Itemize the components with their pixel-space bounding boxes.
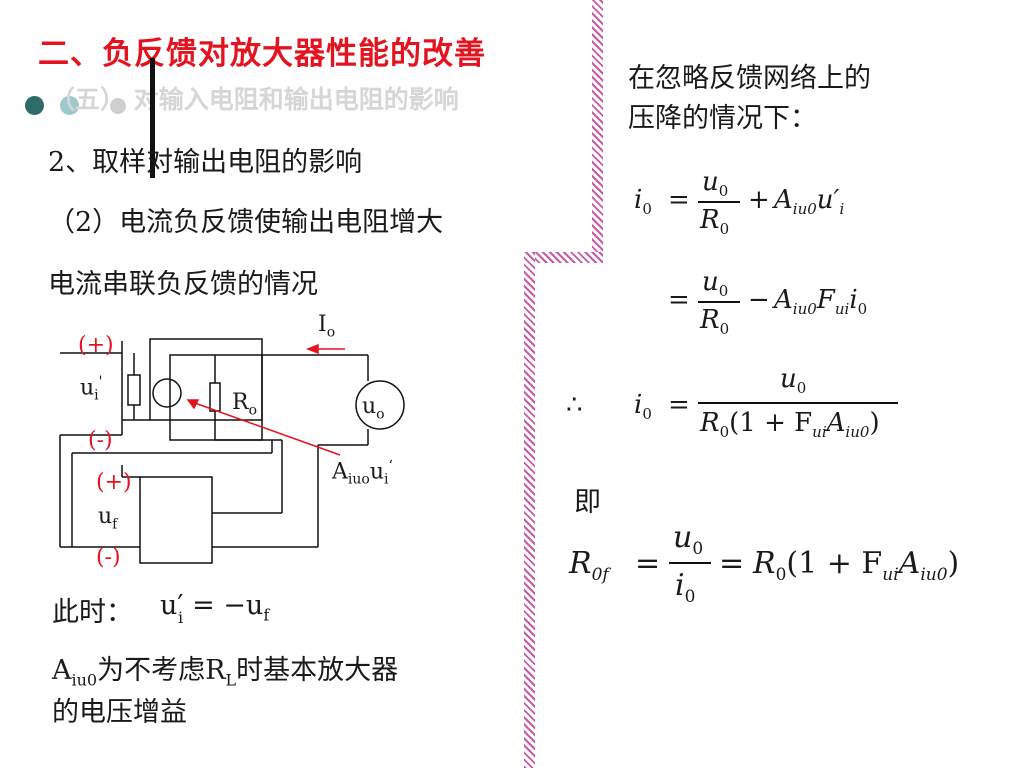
slide-subtitle: （五） 对输入电阻和输出电阻的影响 [50,85,459,114]
decorative-stripe-vertical-bottom [524,252,535,768]
heading-current-feedback: （2）电流负反馈使输出电阻增大 [48,207,444,238]
equation-3: i0 = u0 R0(1 + FuiAiu0) [630,362,930,447]
decorative-stripe-vertical-top [592,0,603,262]
note-aiu0: Aiu0为不考虑RL时基本放大器 [52,655,399,690]
label-uf: uf [98,504,118,533]
label-aiuo-ui: Aiuoui‘ [332,458,393,488]
neglect-line1: 在忽略反馈网络上的 [628,63,871,94]
equation-ui-uf: u′ = −uf [160,590,270,625]
bullet-dot-light [60,96,79,115]
bullet-dot-gray [110,98,126,114]
heading-series-feedback: 电流串联负反馈的情况 [48,269,318,300]
note-aiu0-line2: 的电压增益 [52,697,187,728]
equation-4: R0f = u0 i0 = R0(1 + FuiAiu0) [569,520,960,607]
label-ro: Ro [232,390,258,419]
bullet-dot-dark [25,96,44,115]
label-plus-bottom: (+) [96,470,132,495]
equation-2: = u0 R0 − Aiu0Fuii0 [668,267,868,339]
therefore-symbol: ∴ [566,390,583,420]
circuit-diagram [59,338,405,564]
neglect-line2: 压降的情况下： [628,103,817,134]
label-plus-top: (+) [78,333,114,358]
label-uo: uo [362,394,385,423]
label-io: Io [318,312,336,341]
equation-1: i0 = u0 R0 + Aiu0u′i [634,167,845,239]
slide-title: 二、负反馈对放大器性能的改善 [38,36,486,72]
label-ji: 即 [574,487,601,518]
label-minus-top: (-) [88,428,113,453]
label-ui: ui' [80,374,103,404]
decorative-stripe-horizontal [524,252,603,263]
label-at-this-time: 此时： [52,597,133,628]
label-minus-bottom: (-) [96,545,121,570]
equation-ui-sub: i [178,608,184,627]
vertical-bar [150,58,155,178]
heading-output-resistance: 2、取样对输出电阻的影响 [48,147,363,178]
